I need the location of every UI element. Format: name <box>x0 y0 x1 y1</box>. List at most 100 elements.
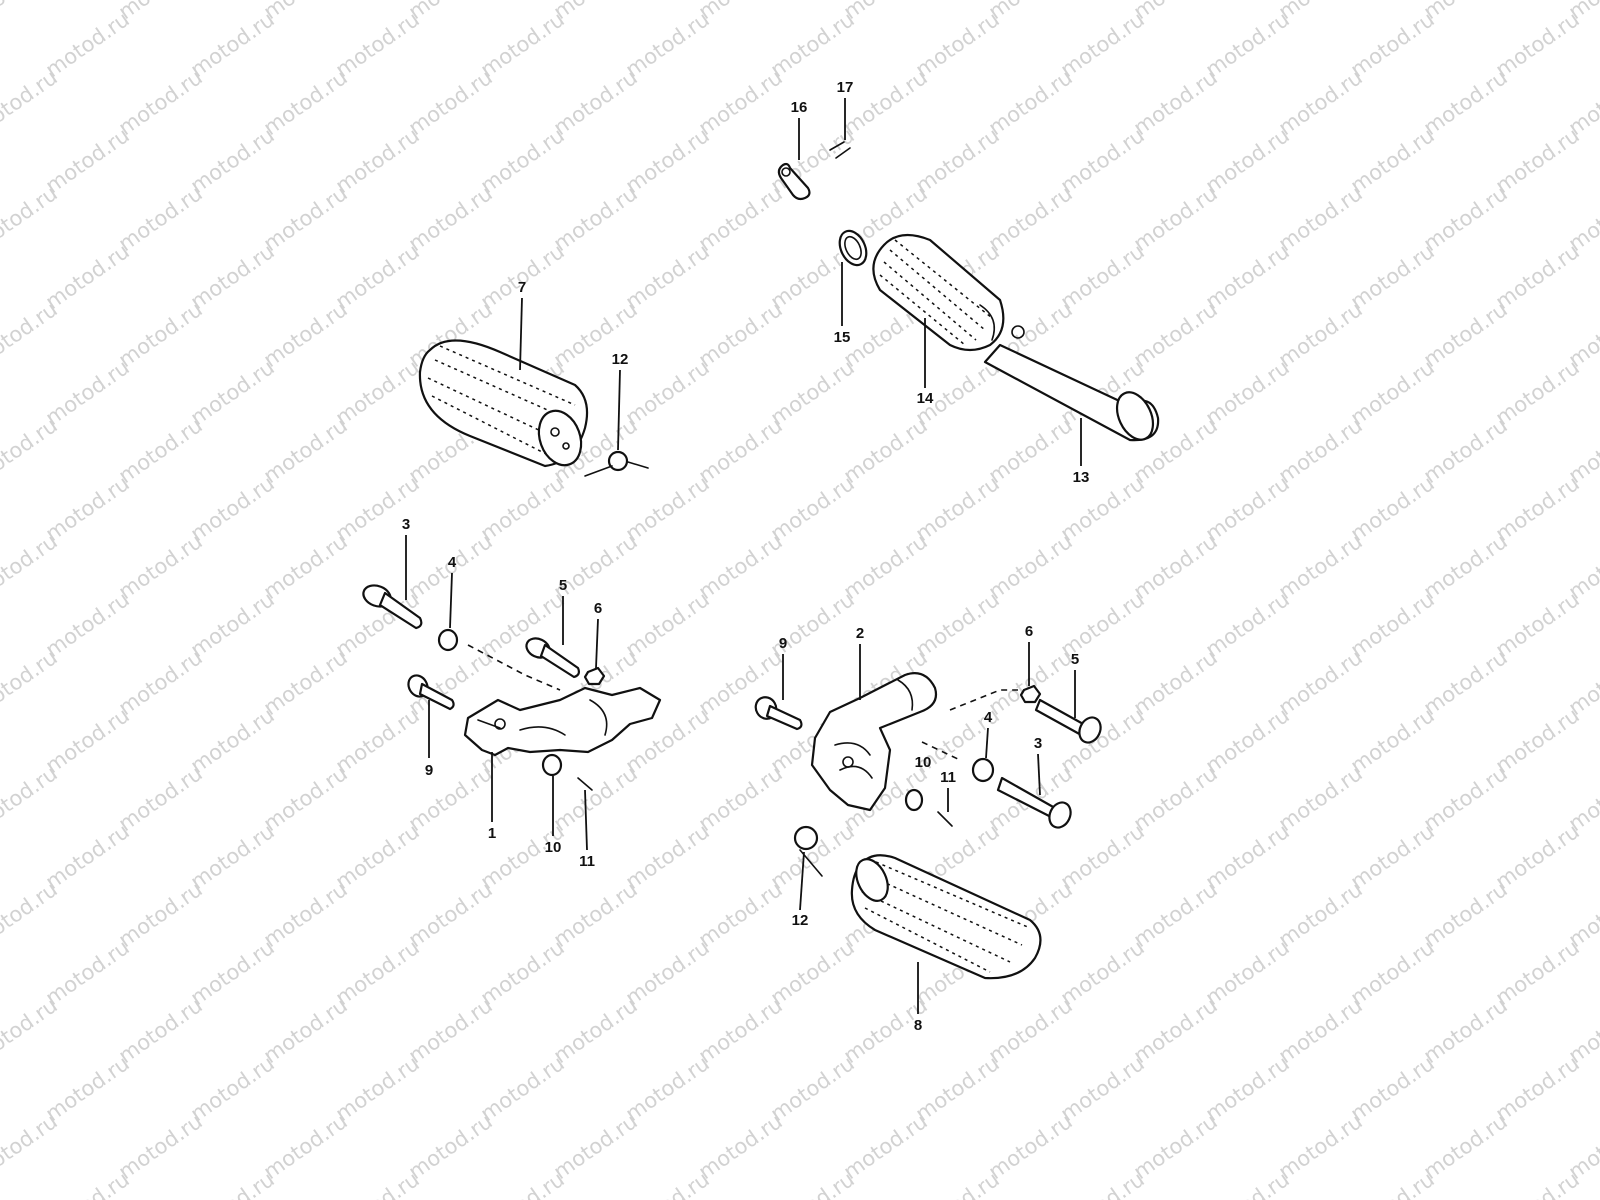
part-8-footrest-rubber <box>850 854 1042 980</box>
watermark-text: motod.ru <box>911 123 1004 198</box>
watermark-text: motod.ru <box>911 1167 1004 1200</box>
watermark-text: motod.ru <box>1491 355 1584 430</box>
watermark-text: motod.ru <box>114 1109 207 1184</box>
watermark-text: motod.ru <box>694 529 787 604</box>
watermark-text: motod.ru <box>404 877 497 952</box>
watermark-text: motod.ru <box>621 123 714 198</box>
watermark-text: motod.ru <box>259 993 352 1068</box>
watermark-text: motod.ru <box>1419 413 1512 488</box>
part-6-nut-right <box>1019 684 1042 704</box>
callout-label-c10b: 10 <box>915 754 932 771</box>
watermark-text: motod.ru <box>911 1051 1004 1126</box>
watermark-text: motod.ru <box>766 471 859 546</box>
watermark-text: motod.ru <box>694 65 787 140</box>
watermark-text: motod.ru <box>1419 65 1512 140</box>
watermark-text: motod.ru <box>911 587 1004 662</box>
callout-label-c4b: 4 <box>984 709 993 726</box>
watermark-text: motod.ru <box>41 935 134 1010</box>
part-3-bolt-right <box>996 776 1072 829</box>
part-10-washer-left <box>541 753 563 777</box>
callout-label-c16: 16 <box>791 99 808 116</box>
watermark-text: motod.ru <box>1346 819 1439 894</box>
part-12-clip-upper <box>584 450 649 477</box>
watermark-text: motod.ru <box>404 181 497 256</box>
watermark-text: motod.ru <box>1491 123 1584 198</box>
watermark-text: motod.ru <box>1419 181 1512 256</box>
watermark-text: motod.ru <box>0 0 62 24</box>
watermark-text: motod.ru <box>476 471 569 546</box>
watermark-text: motod.ru <box>331 1167 424 1200</box>
leader-line-c7 <box>519 297 523 371</box>
watermark-text: motod.ru <box>1346 1167 1439 1200</box>
callout-label-c5a: 5 <box>559 577 567 594</box>
part-16-pin <box>777 162 811 201</box>
watermark-text: motod.ru <box>114 529 207 604</box>
watermark-text: motod.ru <box>1129 877 1222 952</box>
watermark-text: motod.ru <box>0 645 62 720</box>
part-1-bracket-left <box>463 686 662 757</box>
part-10-washer-right <box>904 788 924 812</box>
watermark-text: motod.ru <box>0 993 62 1068</box>
watermark-text: motod.ru <box>404 993 497 1068</box>
watermark-text: motod.ru <box>114 413 207 488</box>
watermark-text: motod.ru <box>259 297 352 372</box>
watermark-text: motod.ru <box>186 587 279 662</box>
watermark-text: motod.ru <box>1201 123 1294 198</box>
watermark-text: motod.ru <box>1201 703 1294 778</box>
part-5-bolt-left <box>525 637 580 679</box>
watermark-text: motod.ru <box>1129 993 1222 1068</box>
watermark-text: motod.ru <box>404 65 497 140</box>
watermark-text: motod.ru <box>621 935 714 1010</box>
watermark-text: motod.ru <box>984 181 1077 256</box>
watermark-text: motod.ru <box>1201 239 1294 314</box>
watermark-text: motod.ru <box>839 413 932 488</box>
watermark-text: motod.ru <box>1346 703 1439 778</box>
watermark-text: motod.ru <box>1129 181 1222 256</box>
watermark-text: motod.ru <box>476 123 569 198</box>
watermark-text: motod.ru <box>0 529 62 604</box>
watermark-text: motod.ru <box>476 1167 569 1200</box>
part-11-cotter-left <box>577 777 593 791</box>
callout-label-c6a: 6 <box>594 600 602 617</box>
watermark-text: motod.ru <box>984 1109 1077 1184</box>
watermark-text: motod.ru <box>621 355 714 430</box>
watermark-text: motod.ru <box>0 877 62 952</box>
watermark-text: motod.ru <box>1056 1051 1149 1126</box>
watermark-text: motod.ru <box>1346 239 1439 314</box>
watermark-text: motod.ru <box>331 123 424 198</box>
watermark-text: motod.ru <box>1201 1051 1294 1126</box>
part-5-bolt-right <box>1034 698 1102 744</box>
watermark-text: motod.ru <box>984 993 1077 1068</box>
callout-label-c3b: 3 <box>1034 735 1042 752</box>
watermark-text: motod.ru <box>331 239 424 314</box>
watermark-text: motod.ru <box>621 7 714 82</box>
watermark-text: motod.ru <box>1056 1167 1149 1200</box>
watermark-text: motod.ru <box>766 7 859 82</box>
callout-label-c5b: 5 <box>1071 651 1079 668</box>
watermark-text: motod.ru <box>694 993 787 1068</box>
watermark-text: motod.ru <box>41 355 134 430</box>
watermark-text: motod.ru <box>766 935 859 1010</box>
watermark-text: motod.ru <box>1056 703 1149 778</box>
watermark-text: motod.ru <box>0 761 62 836</box>
leader-line-c3b <box>1037 753 1041 796</box>
watermark-text: motod.ru <box>621 587 714 662</box>
watermark-text: motod.ru <box>1129 761 1222 836</box>
watermark-text: motod.ru <box>41 1167 134 1200</box>
watermark-text: motod.ru <box>1346 7 1439 82</box>
callout-label-c7: 7 <box>518 279 526 296</box>
watermark-text: motod.ru <box>1201 819 1294 894</box>
callout-label-c9a: 9 <box>425 762 433 779</box>
watermark-text: motod.ru <box>1056 123 1149 198</box>
watermark-text: motod.ru <box>694 181 787 256</box>
watermark-text: motod.ru <box>1491 587 1584 662</box>
watermark-text: motod.ru <box>1129 645 1222 720</box>
watermark-text: motod.ru <box>1274 1109 1367 1184</box>
part-6-nut-left <box>583 666 606 686</box>
watermark-text: motod.ru <box>186 1167 279 1200</box>
watermark-text: motod.ru <box>621 471 714 546</box>
watermark-text: motod.ru <box>1346 935 1439 1010</box>
watermark-text: motod.ru <box>1274 645 1367 720</box>
watermark-text: motod.ru <box>766 1167 859 1200</box>
